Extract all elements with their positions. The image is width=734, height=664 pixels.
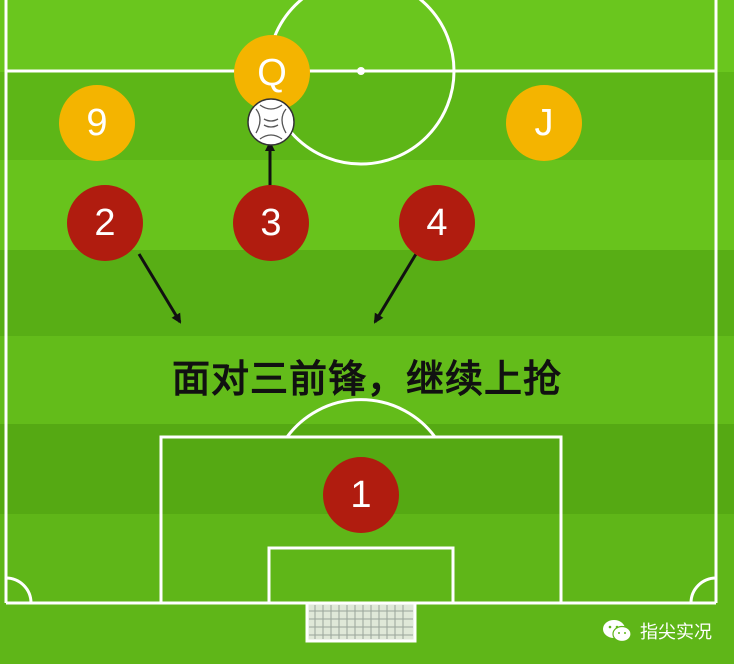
tactic-caption: 面对三前锋，继续上抢 [171, 357, 562, 401]
defender-player-3: 3 [233, 185, 309, 261]
arrow-player-2 [137, 253, 182, 324]
watermark-text: 指尖实况 [640, 622, 712, 643]
opponent-player-j: J [506, 85, 582, 161]
defender-player-2: 2 [67, 185, 143, 261]
grass-stripe [0, 336, 734, 424]
grass-stripe [0, 0, 734, 72]
wechat-icon [603, 620, 632, 643]
opponent-player-9: 9 [59, 85, 135, 161]
centre-spot [357, 67, 365, 75]
football-icon [247, 98, 295, 146]
grass-stripe [0, 250, 734, 336]
watermark: 指尖实况 [602, 618, 712, 644]
corner-arc-right [689, 576, 717, 604]
goal-net [305, 601, 417, 643]
defender-player-4: 4 [399, 185, 475, 261]
corner-arc-left [5, 576, 33, 604]
opponent-player-q: Q [234, 35, 310, 111]
arrow-player-4 [373, 253, 418, 324]
goalkeeper-player-1: 1 [323, 457, 399, 533]
goal-area [267, 546, 455, 605]
penalty-arc [285, 398, 437, 438]
